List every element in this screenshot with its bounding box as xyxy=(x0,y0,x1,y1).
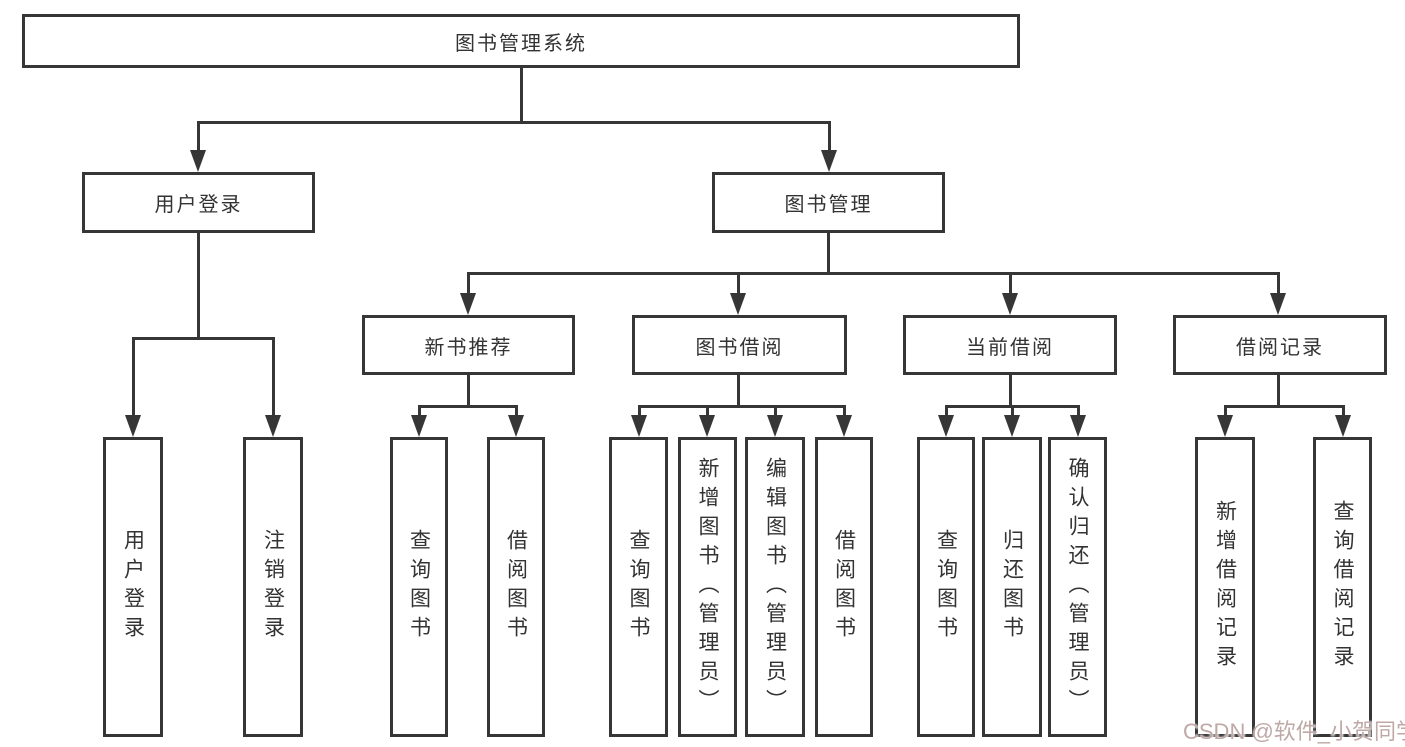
connector-line xyxy=(1224,405,1227,419)
node-label: 查询图书 xyxy=(934,529,958,645)
arrow-down-icon xyxy=(125,415,141,437)
node-current-borrowing: 当前借阅 xyxy=(903,315,1117,375)
node-new-book-recommendation: 新书推荐 xyxy=(362,315,575,375)
connector-line xyxy=(737,272,740,296)
arrow-down-icon xyxy=(190,150,206,172)
leaf-user-login: 用户登录 xyxy=(103,437,163,737)
node-label: 查询图书 xyxy=(407,529,431,645)
node-book-borrowing: 图书借阅 xyxy=(632,315,847,375)
connector-line xyxy=(1277,375,1280,408)
connector-line xyxy=(1009,375,1012,408)
node-label: 归还图书 xyxy=(1000,529,1024,645)
arrow-down-icon xyxy=(1070,415,1086,437)
leaf-edit-books-admin: 编辑图书（管理员） xyxy=(745,437,805,737)
arrow-down-icon xyxy=(508,415,524,437)
node-label: 用户登录 xyxy=(121,529,145,645)
leaf-query-books-borrow: 查询图书 xyxy=(609,437,668,737)
connector-line xyxy=(467,272,470,296)
leaf-logout: 注销登录 xyxy=(243,437,303,737)
connector-line xyxy=(132,337,275,340)
connector-line xyxy=(467,272,1280,275)
connector-line xyxy=(828,121,831,152)
connector-line xyxy=(638,405,846,408)
node-label: 新增借阅记录 xyxy=(1213,500,1237,674)
connector-line xyxy=(467,375,470,408)
arrow-down-icon xyxy=(730,293,746,315)
arrow-down-icon xyxy=(1217,415,1233,437)
arrow-down-icon xyxy=(821,150,837,172)
node-book-management: 图书管理 xyxy=(712,172,945,233)
node-label: 查询图书 xyxy=(627,529,650,645)
arrow-down-icon xyxy=(767,415,783,437)
node-library-management-system: 图书管理系统 xyxy=(22,14,1020,68)
connector-line xyxy=(1077,405,1080,419)
arrow-down-icon xyxy=(265,415,281,437)
connector-line xyxy=(132,337,135,417)
node-label: 图书管理 xyxy=(784,194,873,216)
node-label: 用户登录 xyxy=(154,194,243,216)
node-label: 图书管理系统 xyxy=(455,32,587,55)
leaf-confirm-return-admin: 确认归还（管理员） xyxy=(1048,437,1107,737)
connector-line xyxy=(706,405,709,419)
leaf-return-books: 归还图书 xyxy=(982,437,1042,737)
connector-line xyxy=(418,405,421,419)
arrow-down-icon xyxy=(836,415,852,437)
leaf-query-books-current: 查询图书 xyxy=(917,437,975,737)
node-label: 编辑图书（管理员） xyxy=(763,456,787,718)
node-user-login-group: 用户登录 xyxy=(82,172,315,233)
connector-line xyxy=(1009,272,1012,296)
connector-line xyxy=(945,405,948,419)
connector-line xyxy=(843,405,846,419)
leaf-add-books-admin: 新增图书（管理员） xyxy=(678,437,737,737)
arrow-down-icon xyxy=(1270,293,1286,315)
leaf-borrow-books: 借阅图书 xyxy=(815,437,873,737)
node-label: 借阅图书 xyxy=(504,529,528,645)
connector-line xyxy=(197,121,200,152)
connector-line xyxy=(774,405,777,419)
leaf-query-borrow-record: 查询借阅记录 xyxy=(1313,437,1372,737)
leaf-query-books-recommend: 查询图书 xyxy=(390,437,448,737)
connector-line xyxy=(418,405,518,408)
connector-line xyxy=(520,68,523,121)
arrow-down-icon xyxy=(1002,293,1018,315)
connector-line xyxy=(515,405,518,419)
leaf-add-borrow-record: 新增借阅记录 xyxy=(1195,437,1255,737)
node-label: 借阅图书 xyxy=(832,529,856,645)
node-label: 借阅记录 xyxy=(1236,336,1324,359)
node-label: 注销登录 xyxy=(261,529,285,645)
node-label: 图书借阅 xyxy=(695,336,784,359)
connector-line xyxy=(197,233,200,340)
connector-line xyxy=(638,405,641,419)
connector-line xyxy=(197,121,830,124)
node-label: 当前借阅 xyxy=(966,336,1054,359)
csdn-watermark: CSDN @软件_小贺同学 xyxy=(1183,719,1405,744)
arrow-down-icon xyxy=(411,415,427,437)
node-label: 新书推荐 xyxy=(424,336,513,359)
connector-line xyxy=(737,375,740,408)
arrow-down-icon xyxy=(1004,415,1020,437)
arrow-down-icon xyxy=(1335,415,1351,437)
arrow-down-icon xyxy=(631,415,647,437)
arrow-down-icon xyxy=(699,415,715,437)
connector-line xyxy=(827,233,830,275)
leaf-borrow-books-recommend: 借阅图书 xyxy=(487,437,545,737)
node-label: 新增图书（管理员） xyxy=(696,456,719,718)
connector-line xyxy=(1224,405,1345,408)
connector-line xyxy=(272,337,275,417)
node-label: 查询借阅记录 xyxy=(1331,500,1354,674)
arrow-down-icon xyxy=(460,293,476,315)
connector-line xyxy=(1342,405,1345,419)
arrow-down-icon xyxy=(938,415,954,437)
node-label: 确认归还（管理员） xyxy=(1066,456,1089,718)
connector-line xyxy=(1011,405,1014,419)
node-borrowing-records: 借阅记录 xyxy=(1173,315,1387,375)
connector-line xyxy=(1277,272,1280,296)
